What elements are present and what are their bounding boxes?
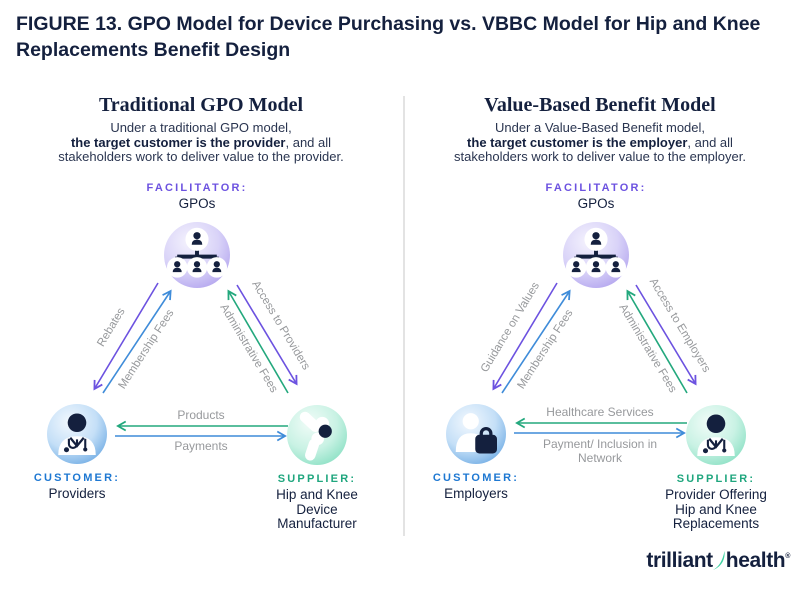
panel-subtitle: Under a Value-Based Benefit model, the t… (425, 120, 775, 165)
arrow-label-mid-top: Products (177, 408, 225, 422)
arrow-supplier-to-facilitator (626, 289, 688, 394)
panel-subtitle: Under a traditional GPO model, the targe… (26, 120, 376, 165)
facilitator-name: GPOs (577, 196, 615, 211)
arrow-facilitator-to-supplier (635, 284, 697, 386)
customer-name: Providers (48, 486, 106, 501)
arrow-layer: Rebates Membership Fees Access to Provid… (93, 279, 312, 442)
facilitator-node (563, 222, 629, 288)
org-chart-icon (565, 227, 627, 278)
hip-knee-joint-icon (299, 411, 332, 461)
panel-title: Traditional GPO Model (98, 94, 304, 116)
panel-traditional-gpo: Traditional GPO Model Under a traditiona… (16, 92, 396, 552)
supplier-node (287, 405, 347, 465)
logo-swoosh-icon (712, 550, 725, 570)
facilitator-node (164, 222, 230, 288)
arrow-label-left-up: Membership Fees (515, 307, 575, 391)
logo-registered-mark: ® (785, 552, 790, 560)
arrow-customer-to-facilitator (501, 289, 571, 394)
subtitle-line1: Under a traditional GPO model, (110, 120, 292, 135)
vbbc-model-diagram: FACILITATOR: GPOs Guidance on Values Mem… (415, 182, 795, 547)
panel-title: Value-Based Benefit Model (484, 94, 716, 116)
org-chart-icon (166, 227, 228, 278)
facilitator-label: FACILITATOR: (146, 182, 248, 194)
subtitle-bold: the target customer is the employer (467, 134, 688, 150)
subtitle-line3: stakeholders work to deliver value to th… (454, 149, 746, 164)
trilliant-health-logo: trilliant health ® (600, 549, 790, 573)
subtitle-line1: Under a Value-Based Benefit model, (494, 120, 706, 135)
arrow-label-mid-bottom: Payments (174, 439, 228, 453)
arrow-supplier-to-facilitator (227, 289, 289, 394)
logo-word2: health (725, 549, 786, 572)
figure-title: FIGURE 13. GPO Model for Device Purchasi… (16, 12, 776, 64)
subtitle-line2-rest: , and all (687, 134, 733, 150)
panel-value-based-benefit: Value-Based Benefit Model Under a Value-… (415, 92, 795, 552)
facilitator-name: GPOs (178, 196, 216, 211)
arrow-customer-to-facilitator (102, 289, 172, 394)
supplier-label: SUPPLIER: (676, 473, 756, 485)
arrow-layer: Guidance on Values Membership Fees Acces… (479, 276, 712, 439)
customer-node (47, 404, 107, 464)
supplier-label: SUPPLIER: (277, 473, 357, 485)
person-briefcase-icon (455, 413, 497, 454)
arrow-label-left-up: Membership Fees (116, 307, 176, 391)
figure-title-line2: Replacements Benefit Design (16, 38, 291, 61)
subtitle-line3: stakeholders work to deliver value to th… (58, 149, 344, 164)
customer-name: Employers (444, 486, 508, 501)
doctor-icon (58, 413, 96, 455)
facilitator-label: FACILITATOR: (545, 182, 647, 194)
subtitle-line2-rest: , and all (285, 134, 332, 150)
supplier-name: Provider Offering Hip and Knee Replaceme… (665, 487, 767, 531)
logo-word1: trilliant (646, 549, 713, 572)
arrow-facilitator-to-customer (492, 282, 558, 391)
arrow-facilitator-to-customer (93, 282, 159, 391)
supplier-node (686, 405, 746, 465)
supplier-name: Hip and Knee Device Manufacturer (276, 487, 358, 531)
subtitle-bold: the target customer is the provider (70, 134, 286, 150)
customer-label: CUSTOMER: (432, 472, 520, 484)
gpo-model-diagram: FACILITATOR: GPOs Rebates Membership Fee… (16, 182, 396, 547)
arrow-label-mid-bottom: Payment/ Inclusion in Network (542, 437, 658, 465)
arrow-label-mid-top: Healthcare Services (546, 405, 654, 419)
arrow-facilitator-to-supplier (236, 284, 298, 386)
figure-title-line1: FIGURE 13. GPO Model for Device Purchasi… (16, 13, 761, 35)
doctor-icon (697, 414, 735, 456)
customer-label: CUSTOMER: (33, 472, 121, 484)
panel-divider (403, 96, 405, 536)
customer-node (446, 404, 506, 464)
